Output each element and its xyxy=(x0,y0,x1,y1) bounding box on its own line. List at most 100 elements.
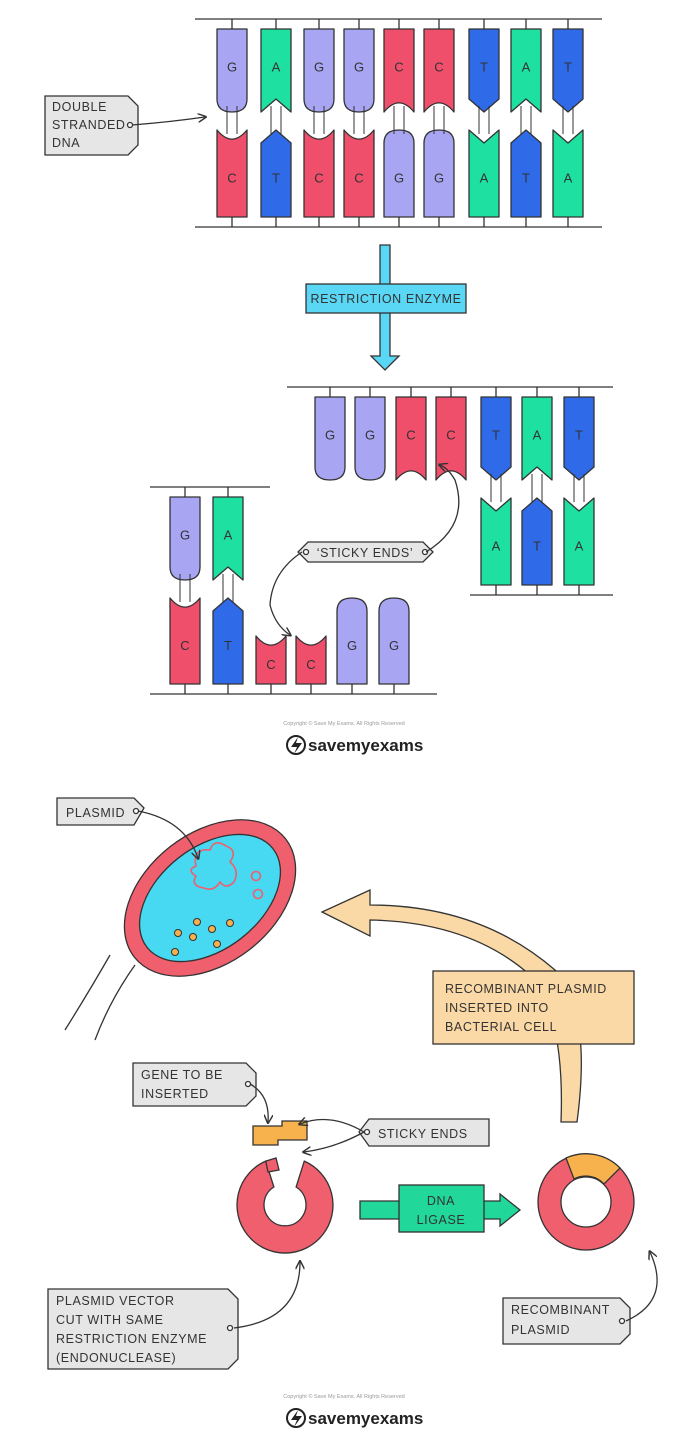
nucleotide-base-T xyxy=(563,396,595,481)
base-letter: C xyxy=(227,171,236,186)
flagellum-1 xyxy=(64,954,111,1031)
ligase-label-box xyxy=(398,1184,485,1233)
nucleotide-base-C xyxy=(169,597,201,685)
nucleotide-base-A xyxy=(510,28,542,113)
base-letter: G xyxy=(325,428,335,443)
nucleotide-base-A xyxy=(468,129,500,218)
base-letter: T xyxy=(522,171,530,186)
fragment-right-top-nucleotide: G xyxy=(354,387,386,481)
nucleotide-base-G xyxy=(336,597,368,685)
flagellum-2 xyxy=(94,964,136,1041)
label-line-1: DOUBLE xyxy=(52,100,107,114)
fragment-left-top-nucleotide: G xyxy=(169,487,201,581)
label-line-3: RESTRICTION ENZYME xyxy=(56,1332,207,1346)
base-letter: T xyxy=(480,60,488,75)
base-letter: C xyxy=(446,428,455,443)
label-hole-right xyxy=(421,548,429,556)
base-letter: C xyxy=(180,638,189,653)
label-line-3: DNA xyxy=(52,136,80,150)
label-gene-to-be-inserted: GENE TO BE INSERTED xyxy=(132,1062,268,1122)
fragment-left-bottom-nucleotide: G xyxy=(336,597,368,694)
base-letter: G xyxy=(434,171,444,186)
cytoplasm xyxy=(138,833,282,963)
bottom-strand-nucleotide: T xyxy=(510,129,542,227)
base-letter: C xyxy=(314,171,323,186)
bottom-strand-nucleotide: C xyxy=(303,129,335,227)
base-letter: A xyxy=(575,539,584,554)
fragment-right-bottom-nucleotide: A xyxy=(563,497,595,595)
inserted-gene-segment xyxy=(565,1153,621,1185)
plasmid-ring-1 xyxy=(250,870,262,882)
plasmid-label: PLASMID xyxy=(66,806,125,820)
top-strand-nucleotide: A xyxy=(510,19,542,113)
fragment-right-top-nucleotide: T xyxy=(480,387,512,481)
nucleotide-base-C xyxy=(423,28,455,113)
nucleotide-base-C xyxy=(295,635,327,685)
label-hole xyxy=(363,1128,371,1136)
nucleotide-base-A xyxy=(480,497,512,586)
base-letter: T xyxy=(272,171,280,186)
base-letter: A xyxy=(564,171,573,186)
base-letter: A xyxy=(492,539,501,554)
label-line-3: BACTERIAL CELL xyxy=(445,1020,557,1034)
label-hole xyxy=(126,121,134,129)
base-letter: A xyxy=(480,171,489,186)
plasmid-ring-cut xyxy=(236,1160,334,1254)
top-strand-nucleotide: G xyxy=(303,19,335,113)
bacterial-cell xyxy=(64,819,297,1041)
label-line-1: PLASMID VECTOR xyxy=(56,1294,175,1308)
nucleotide-base-G xyxy=(378,597,410,685)
nucleotide-base-A xyxy=(552,129,584,218)
nucleotide-base-T xyxy=(260,129,292,218)
sticky-arrow-1 xyxy=(300,1120,365,1133)
nucleotide-base-G xyxy=(343,28,375,113)
top-strand-nucleotide: C xyxy=(383,19,415,113)
nucleotide-base-A xyxy=(563,497,595,586)
label-line-1: GENE TO BE xyxy=(141,1068,223,1082)
cut-plasmid-vector xyxy=(236,1157,334,1254)
base-letter: T xyxy=(564,60,572,75)
logo-text: savemyexams xyxy=(308,1409,423,1428)
nucleotide-base-T xyxy=(521,497,553,586)
base-letter: T xyxy=(492,428,500,443)
plasmid-vector-arrow xyxy=(233,1262,300,1329)
sticky-ends-label: ‘STICKY ENDS’ xyxy=(317,546,413,560)
base-letter: A xyxy=(272,60,281,75)
bottom-strand-nucleotide: T xyxy=(260,129,292,227)
base-letter: G xyxy=(365,428,375,443)
fragment-right-top-nucleotide: A xyxy=(521,387,553,481)
nucleotide-base-G xyxy=(383,129,415,218)
nucleotide-base-T xyxy=(552,28,584,113)
bottom-strand-nucleotide: C xyxy=(343,129,375,227)
nucleotide-base-C xyxy=(435,396,467,481)
nucleotide-base-C xyxy=(255,635,287,685)
enzyme-label: RESTRICTION ENZYME xyxy=(310,292,461,306)
label-plasmid-vector: PLASMID VECTOR CUT WITH SAME RESTRICTION… xyxy=(47,1262,300,1370)
nucleotide-base-T xyxy=(468,28,500,113)
label-line-2: INSERTED INTO xyxy=(445,1001,549,1015)
nucleotide-base-C xyxy=(216,129,248,218)
nucleotide-base-G xyxy=(354,396,386,481)
bottom-strand-nucleotide: A xyxy=(552,129,584,227)
fragment-left-bottom-nucleotide: C xyxy=(295,635,327,694)
nucleotide-base-T xyxy=(212,597,244,685)
top-strand-nucleotide: G xyxy=(216,19,248,113)
logo-bolt-icon xyxy=(286,735,306,755)
nucleotide-base-G xyxy=(169,496,201,581)
logo-bolt-shape xyxy=(291,737,302,754)
label-recombinant-plasmid: RECOMBINANT PLASMID xyxy=(502,1252,658,1345)
sticky-arrow-2 xyxy=(304,1131,365,1152)
ribosome xyxy=(171,948,179,956)
label-sticky-ends-bottom: STICKY ENDS xyxy=(300,1119,490,1152)
fragment-right-top-nucleotide: C xyxy=(395,387,427,481)
base-letter: T xyxy=(224,638,232,653)
fragment-right-bottom-nucleotide: A xyxy=(480,497,512,595)
label-arrow xyxy=(131,117,205,126)
label-sticky-ends-top: ‘STICKY ENDS’ xyxy=(269,465,460,635)
recombinant-plasmid xyxy=(537,1153,635,1251)
label-line-2: INSERTED xyxy=(141,1087,209,1101)
base-letter: G xyxy=(394,171,404,186)
